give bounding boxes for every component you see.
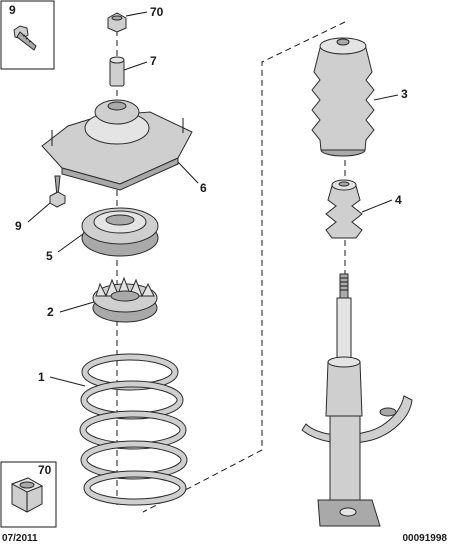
nut-icon: [10, 477, 44, 513]
callout-70: 70: [150, 5, 164, 19]
callout-9: 9: [15, 219, 22, 233]
leader-lines: [27, 11, 399, 387]
callout-labels: 70 7 3 6 9 4 5 2 1: [15, 5, 408, 384]
bearing-5: [81, 207, 159, 257]
callout-3: 3: [401, 87, 408, 101]
callout-5: 5: [46, 249, 53, 263]
spacer-7: [109, 56, 125, 87]
assembly-guide-lines: [116, 21, 346, 513]
inset-bolt-9: 9: [0, 0, 55, 70]
shock-absorber: [301, 273, 413, 527]
top-nut-70: [107, 12, 127, 33]
callout-2: 2: [47, 305, 54, 319]
bump-stop-4: [325, 179, 363, 239]
inset-nut-70: 70: [0, 461, 57, 528]
coil-spring-1: [79, 353, 188, 506]
bolt-9: [49, 175, 66, 208]
callout-4: 4: [395, 193, 402, 207]
dust-boot-3: [311, 37, 375, 157]
inset-label-70: 70: [38, 463, 52, 477]
callout-7: 7: [150, 54, 157, 68]
callout-6: 6: [200, 181, 207, 195]
inset-label-9: 9: [9, 3, 16, 17]
top-mount-6: [41, 99, 193, 191]
footer-date: 07/2011: [2, 533, 38, 544]
bolt-icon: [13, 25, 37, 51]
footer-reference: 00091998: [403, 533, 448, 544]
callout-1: 1: [38, 370, 45, 384]
spring-seat-2: [92, 276, 158, 323]
